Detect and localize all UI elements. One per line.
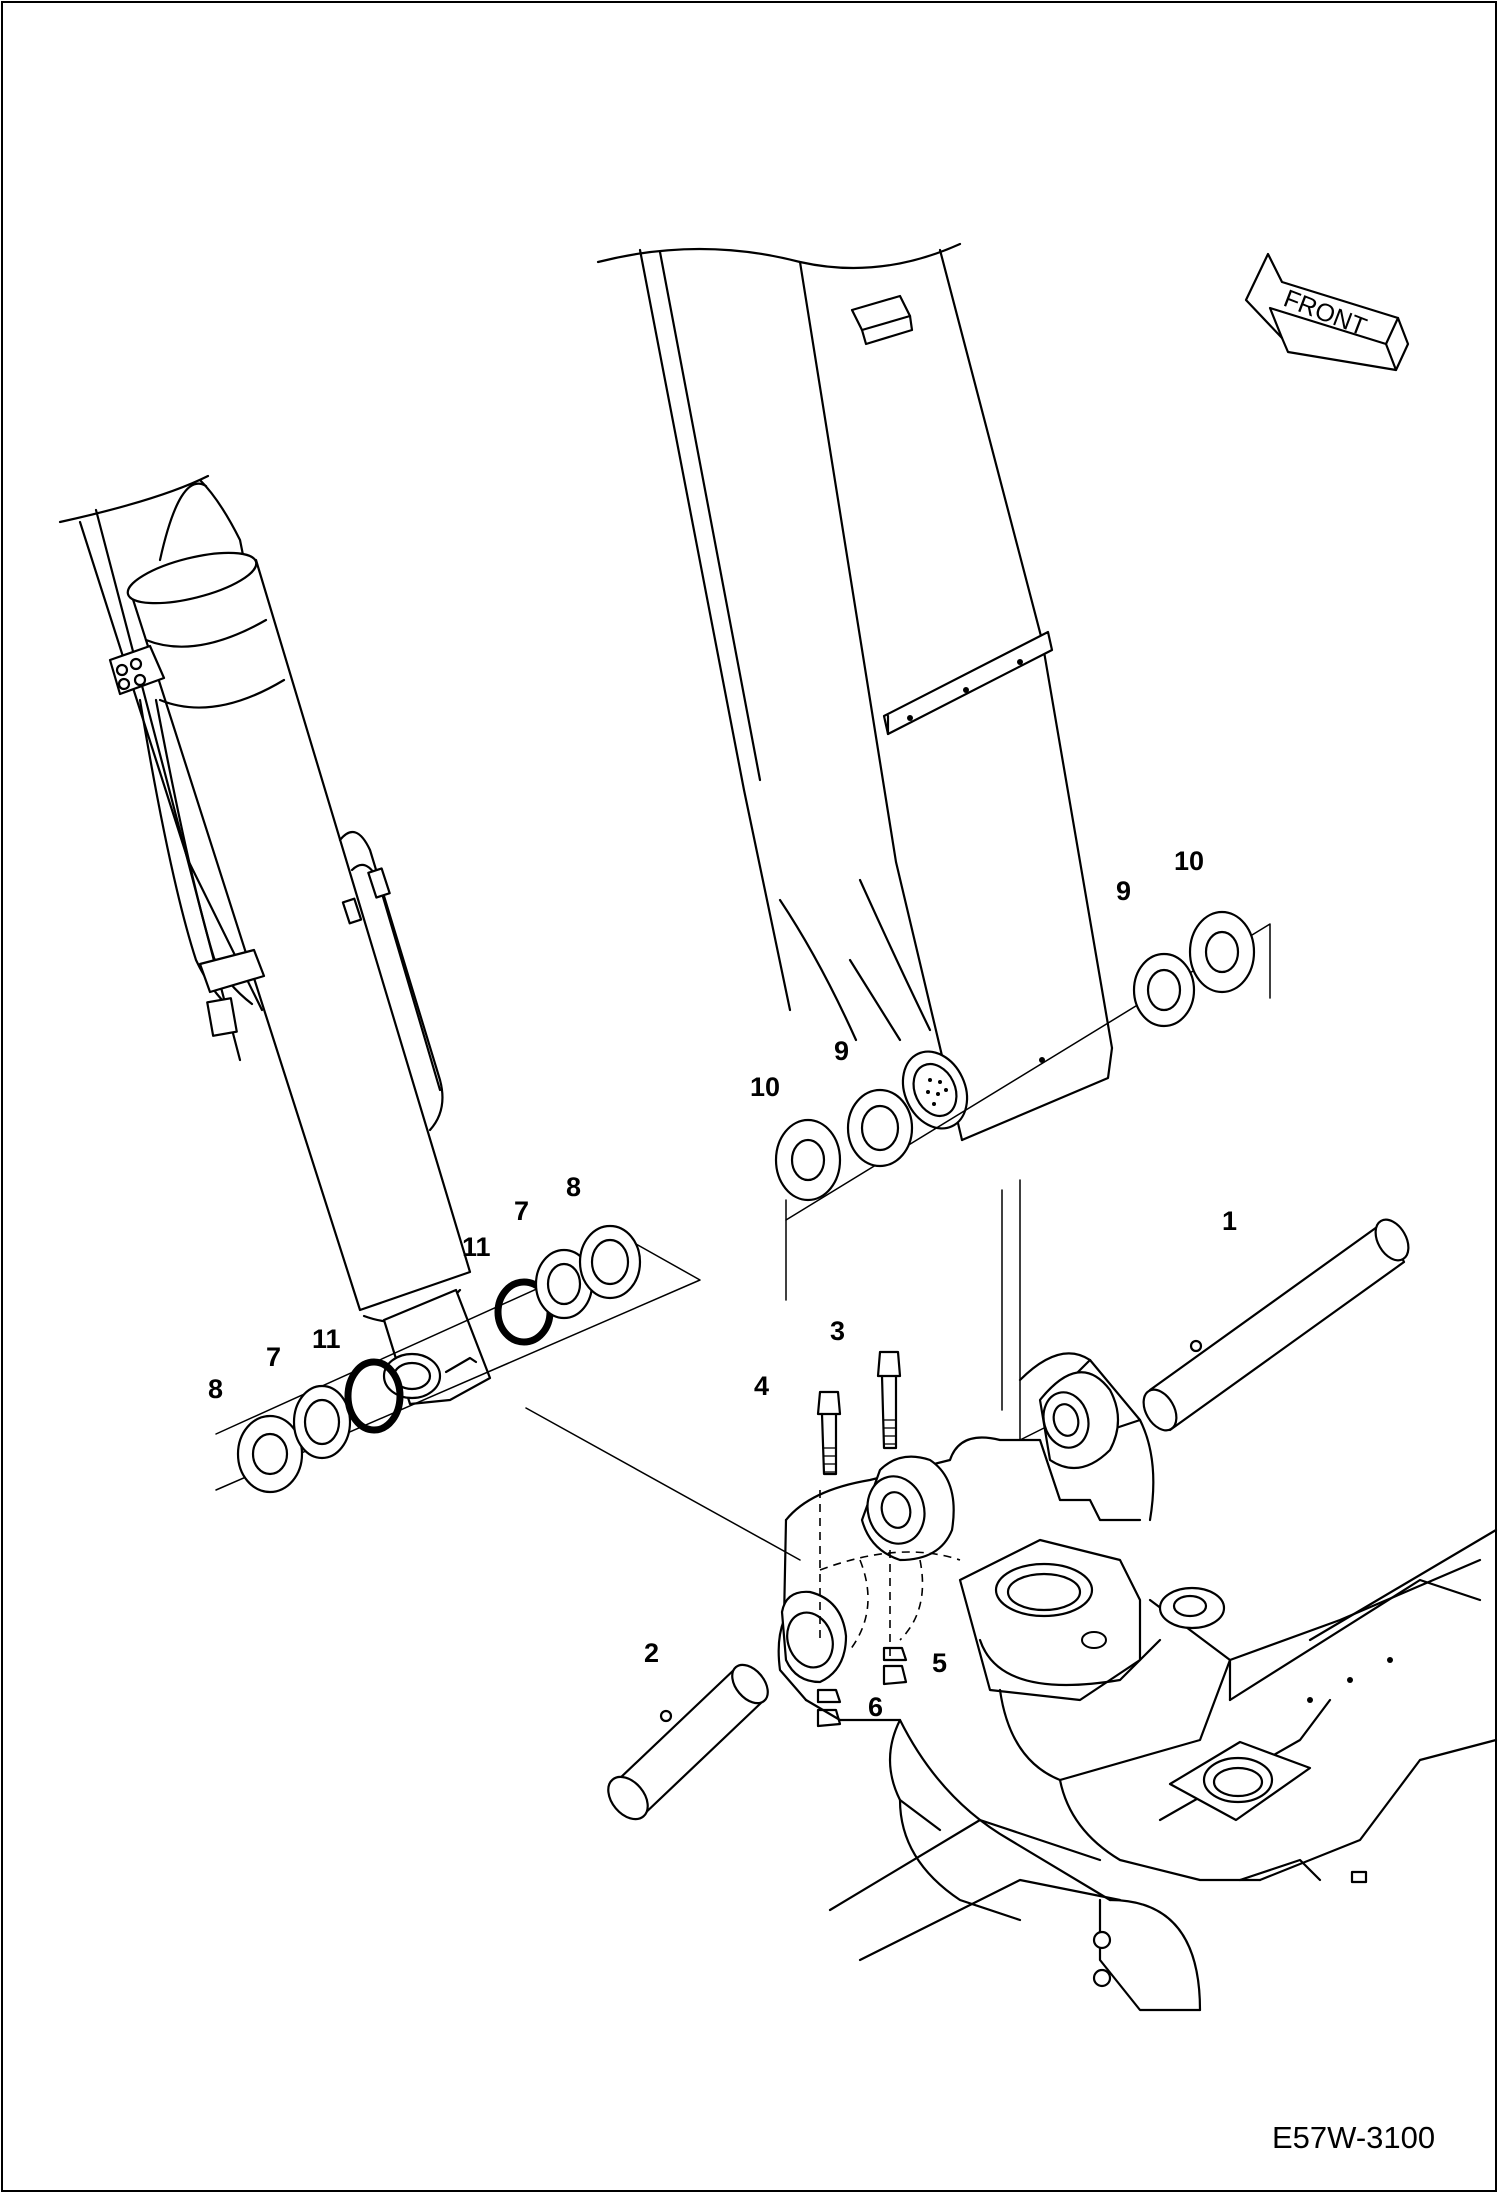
swing-bracket <box>777 1352 1498 2012</box>
dust-seal-11a <box>344 1358 404 1434</box>
nut-5 <box>882 1646 908 1686</box>
thrust-plate-9b <box>1132 952 1196 1028</box>
boom-foot-pin-1 <box>1142 1218 1410 1432</box>
callout-7a: 7 <box>266 1342 281 1372</box>
callout-10a: 10 <box>750 1072 780 1102</box>
thrust-plate-9a <box>846 1088 914 1168</box>
boom <box>596 242 1114 1142</box>
callout-11a: 11 <box>312 1324 341 1354</box>
callout-7b: 7 <box>514 1196 529 1226</box>
boom-cylinder <box>58 474 492 1406</box>
bolt-3 <box>876 1350 902 1450</box>
document-id: E57W-3100 <box>1272 2120 1435 2155</box>
thrust-plate-8b <box>578 1224 642 1300</box>
callout-3: 3 <box>830 1316 845 1346</box>
callout-5: 5 <box>932 1648 947 1678</box>
callout-9a: 9 <box>834 1036 849 1066</box>
shim-7b <box>534 1248 594 1320</box>
callout-11b: 11 <box>462 1232 491 1262</box>
callout-10b: 10 <box>1174 846 1204 876</box>
shim-10b <box>1188 910 1256 994</box>
callout-1: 1 <box>1222 1206 1237 1236</box>
cylinder-pin-2 <box>607 1663 769 1821</box>
callout-4: 4 <box>754 1371 769 1401</box>
callout-2: 2 <box>644 1638 659 1668</box>
callout-8b: 8 <box>566 1172 581 1202</box>
shim-7a <box>292 1384 352 1460</box>
nut-6 <box>816 1688 842 1728</box>
callout-8a: 8 <box>208 1374 223 1404</box>
thrust-plate-8a <box>236 1414 304 1494</box>
callout-9b: 9 <box>1116 876 1131 906</box>
front-label: FRONT <box>1280 284 1370 341</box>
front-arrow-icon: FRONT <box>1244 252 1410 372</box>
callout-labels: 1 2 3 4 5 6 7 7 8 8 9 9 10 10 11 11 <box>208 846 1237 1722</box>
boom-pin-hardware-group <box>774 910 1271 1301</box>
callout-6: 6 <box>868 1692 883 1722</box>
bolt-4 <box>816 1390 842 1476</box>
shim-10a <box>774 1118 842 1202</box>
cylinder-pin-hardware-group <box>215 1224 701 1494</box>
